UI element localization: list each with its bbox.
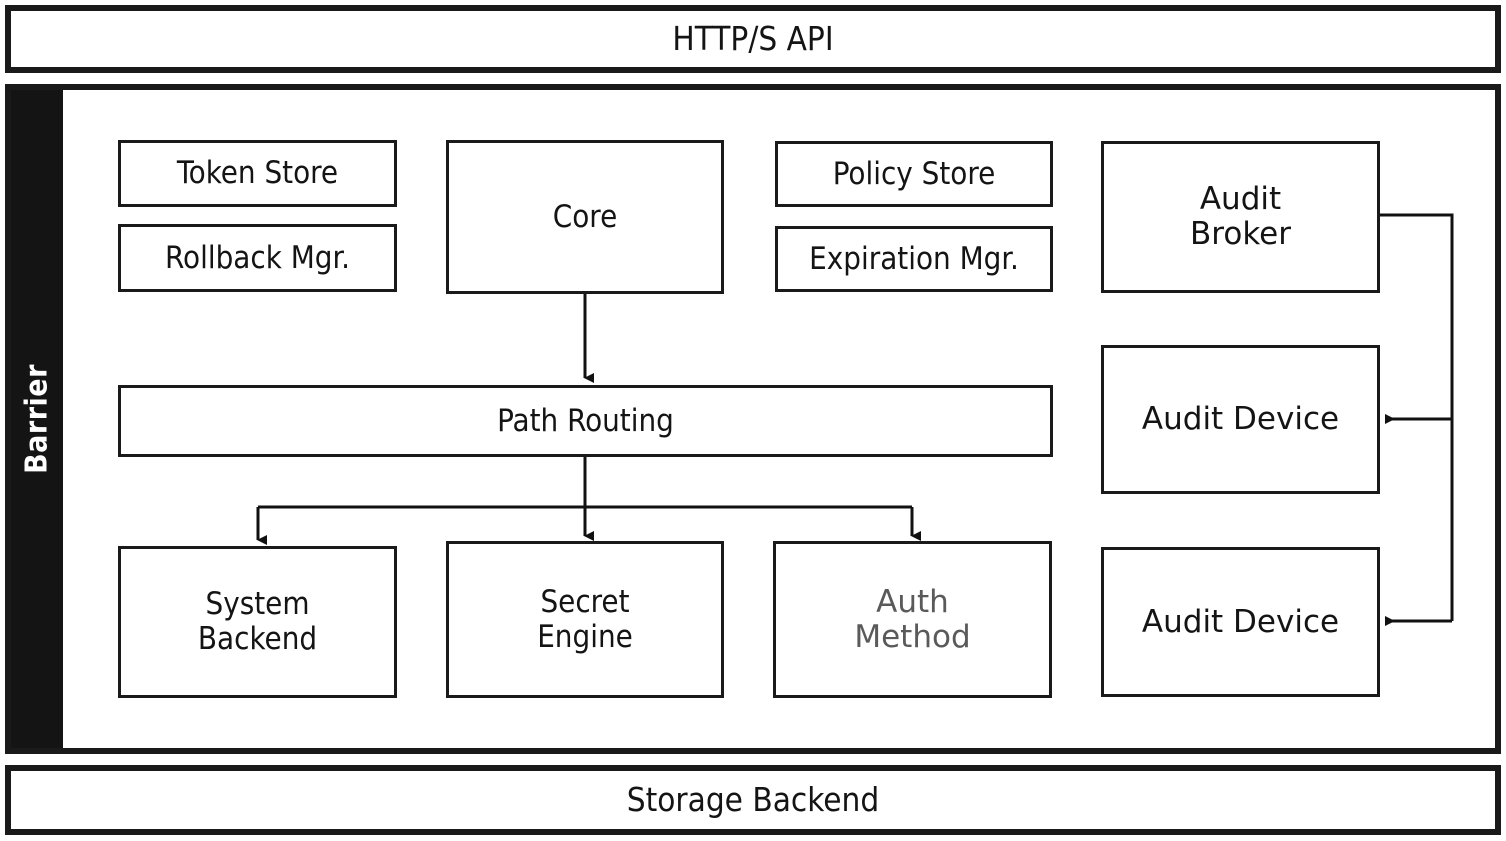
- audit-device-2-label: Audit Device: [1141, 603, 1340, 640]
- audit-broker-label-line2: Broker: [1190, 216, 1291, 252]
- secret-engine-label: Secret Engine: [537, 583, 633, 655]
- audit-device-1-label: Audit Device: [1141, 401, 1340, 438]
- barrier-label: Barrier: [19, 364, 55, 474]
- secret-engine-box[interactable]: Secret Engine: [446, 541, 724, 698]
- system-backend-box[interactable]: System Backend: [118, 546, 397, 698]
- audit-device-2-box[interactable]: Audit Device: [1101, 547, 1380, 697]
- token-store-box[interactable]: Token Store: [118, 140, 397, 207]
- http-api-label: HTTP/S API: [672, 18, 834, 58]
- auth-method-label-line2: Method: [854, 618, 971, 655]
- system-backend-label-line1: System: [205, 586, 310, 623]
- audit-device-1-box[interactable]: Audit Device: [1101, 345, 1380, 494]
- path-routing-box[interactable]: Path Routing: [118, 385, 1053, 457]
- secret-engine-label-line1: Secret: [540, 583, 630, 620]
- auth-method-box[interactable]: Auth Method: [773, 541, 1052, 698]
- system-backend-label: System Backend: [198, 587, 317, 656]
- expiration-manager-label: Expiration Mgr.: [809, 240, 1019, 277]
- rollback-manager-label: Rollback Mgr.: [165, 239, 350, 276]
- auth-method-label-line1: Auth: [876, 583, 949, 620]
- secret-engine-label-line2: Engine: [537, 618, 633, 655]
- barrier-bar: Barrier: [11, 90, 63, 748]
- storage-backend-label: Storage Backend: [626, 779, 880, 819]
- audit-broker-label-line1: Audit: [1199, 181, 1282, 218]
- http-api-bar: HTTP/S API: [5, 5, 1501, 73]
- core-label: Core: [552, 198, 618, 235]
- audit-broker-box[interactable]: Audit Broker: [1101, 141, 1380, 293]
- path-routing-label: Path Routing: [497, 402, 674, 439]
- system-backend-label-line2: Backend: [197, 621, 318, 657]
- audit-broker-label: Audit Broker: [1190, 182, 1291, 251]
- token-store-label: Token Store: [176, 155, 339, 192]
- auth-method-label: Auth Method: [854, 583, 971, 655]
- expiration-manager-box[interactable]: Expiration Mgr.: [775, 226, 1053, 292]
- storage-backend-bar: Storage Backend: [5, 765, 1501, 835]
- rollback-manager-box[interactable]: Rollback Mgr.: [118, 224, 397, 292]
- core-box[interactable]: Core: [446, 140, 724, 294]
- policy-store-label: Policy Store: [832, 155, 996, 192]
- policy-store-box[interactable]: Policy Store: [775, 141, 1053, 207]
